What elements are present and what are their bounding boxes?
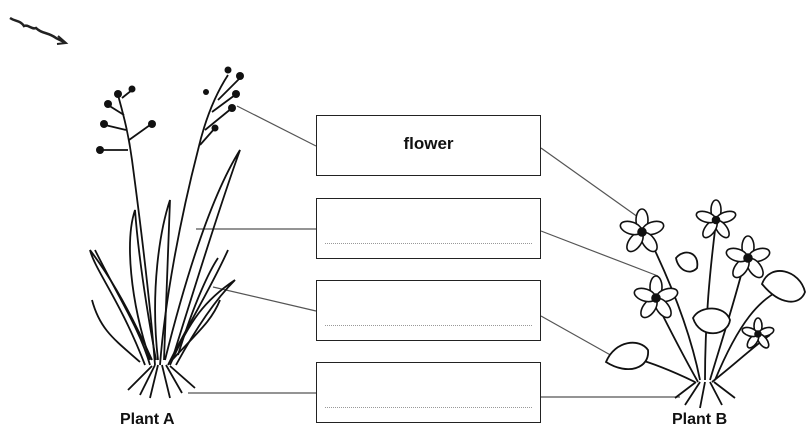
connector-stem-a	[212, 286, 317, 312]
connector-flower-a	[236, 105, 317, 147]
label-box-1: flower	[316, 115, 541, 176]
plant-a-seedheads	[96, 66, 244, 154]
answer-line[interactable]	[325, 243, 532, 244]
answer-line[interactable]	[325, 325, 532, 326]
connector-lines	[188, 105, 680, 398]
answer-line[interactable]	[325, 407, 532, 408]
connector-leaf-b	[540, 230, 659, 277]
label-box-text: flower	[403, 134, 454, 153]
connector-flower-b	[540, 147, 646, 223]
plant-b-caption: Plant B	[672, 411, 728, 428]
label-box-2[interactable]	[316, 198, 541, 259]
scribble-arrow-icon	[9, 16, 69, 45]
connector-stem-b	[540, 315, 615, 358]
plant-a-illustration	[89, 74, 241, 399]
label-box-3[interactable]	[316, 280, 541, 341]
label-box-4[interactable]	[316, 362, 541, 423]
plant-a-caption: Plant A	[120, 411, 175, 428]
plant-b-flowers	[619, 199, 775, 349]
plant-b-illustration	[604, 221, 806, 409]
